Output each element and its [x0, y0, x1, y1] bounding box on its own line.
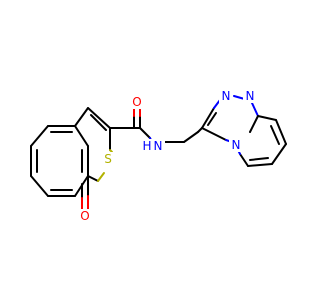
atom-nitrogen-amide: N: [154, 139, 163, 153]
bond: [183, 131, 199, 143]
bond: [30, 125, 49, 147]
bond: [247, 163, 273, 167]
bond: [271, 143, 287, 165]
label-bg: [141, 139, 165, 153]
bond: [109, 149, 113, 153]
amide-group: [109, 107, 152, 141]
bond: [74, 107, 89, 127]
atom-hydrogen-amide: H: [142, 139, 151, 153]
label-bg: [219, 89, 233, 103]
bond: [207, 112, 217, 126]
atom-nitrogen-bridge: N: [232, 138, 241, 152]
label-bg: [243, 89, 257, 103]
atom-oxygen-ketone: O: [80, 209, 89, 223]
bond: [90, 114, 107, 131]
label-bg: [79, 209, 91, 223]
structure-canvas: O O S N H N N N: [30, 89, 287, 223]
bond: [201, 127, 227, 141]
bond: [257, 115, 277, 121]
label-bg: [131, 95, 143, 109]
atom-labels: O O S N H N N N: [79, 89, 257, 223]
bond: [239, 153, 249, 167]
atom-sulfur: S: [104, 152, 112, 166]
bond: [97, 172, 105, 182]
ethyl-linker: [158, 127, 203, 146]
atom-oxygen-carbonyl: O: [132, 95, 141, 109]
thiopyranone-ring: [74, 107, 113, 211]
molecule-diagram: O O S N H N N N: [30, 89, 287, 223]
atom-nitrogen-triazole-1: N: [222, 89, 231, 103]
bond: [87, 175, 99, 182]
pyridine-ring: [237, 115, 287, 167]
bond: [74, 125, 89, 147]
atom-nitrogen-triazole-2: N: [246, 89, 255, 103]
bond: [270, 125, 280, 145]
bond: [139, 127, 151, 139]
bond: [249, 157, 269, 161]
bond: [249, 115, 259, 133]
label-bg: [102, 152, 114, 166]
bond: [30, 175, 49, 197]
bond: [87, 107, 111, 129]
benzene-ring: [30, 125, 89, 197]
bond: [275, 119, 287, 145]
bond: [251, 102, 259, 117]
label-bg: [229, 138, 243, 152]
bond: [201, 107, 215, 129]
